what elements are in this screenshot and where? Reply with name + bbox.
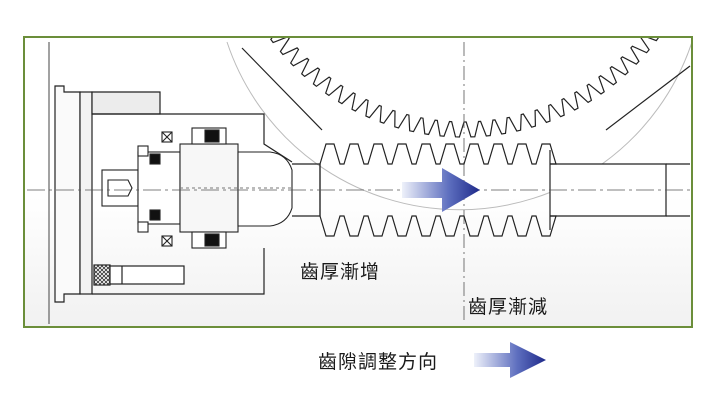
diagram-frame	[23, 36, 693, 328]
wheel-teeth-outline	[270, 38, 659, 138]
backlash-direction-label: 齒隙調整方向	[318, 351, 439, 373]
bearing-assembly	[101, 127, 293, 249]
housing	[54, 85, 293, 303]
thickness-increase-label: 齒厚漸增	[300, 261, 381, 283]
thickness-decrease-label: 齒厚漸減	[468, 296, 549, 318]
worm-wheel	[226, 38, 691, 211]
worm-thread-top	[319, 143, 557, 165]
thickness-arrow	[402, 168, 480, 212]
worm-gear-drawing	[27, 38, 691, 324]
direction-arrow-icon	[474, 342, 546, 378]
worm-thread-bottom	[319, 215, 557, 237]
